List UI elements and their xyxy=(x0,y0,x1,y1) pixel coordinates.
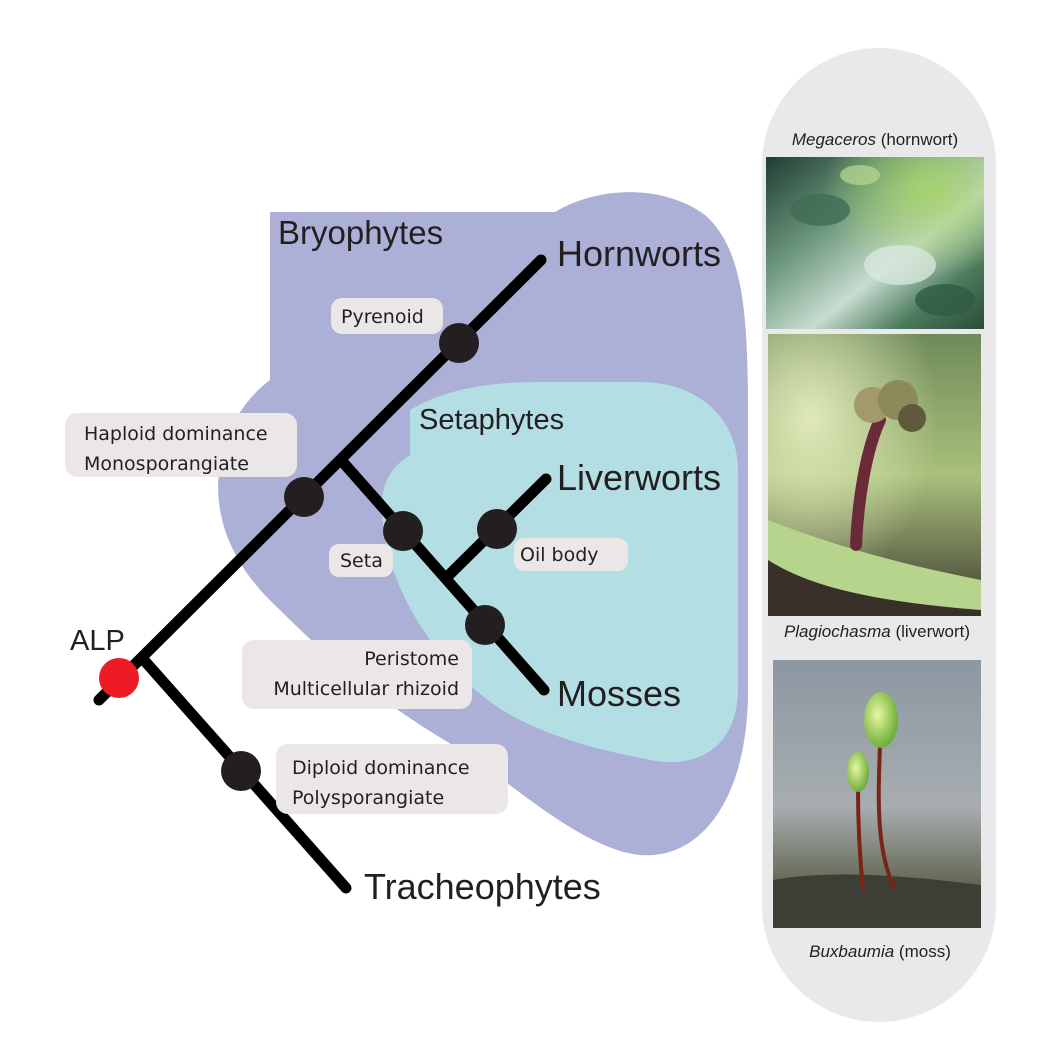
caption-common: (hornwort) xyxy=(881,130,958,149)
liverworts-label: Liverworts xyxy=(557,457,721,498)
node-oil-body xyxy=(477,509,517,549)
trait-label-line2: Multicellular rhizoid xyxy=(273,678,459,700)
node-pyrenoid xyxy=(439,323,479,363)
photo-megaceros-thallus xyxy=(864,245,936,285)
mosses-label: Mosses xyxy=(557,673,681,714)
node-diploid xyxy=(221,751,261,791)
trait-box xyxy=(331,298,443,334)
photo-buxbaumia-seta xyxy=(876,744,897,891)
trait-box xyxy=(514,538,628,571)
trait-label: Pyrenoid xyxy=(341,306,424,328)
node-peristome xyxy=(465,605,505,645)
photo-plagiochasma-soil xyxy=(768,560,981,616)
trait-label-line1: Diploid dominance xyxy=(292,757,470,779)
caption-genus: Buxbaumia xyxy=(809,942,894,961)
trait-peristome: Peristome Multicellular rhizoid xyxy=(242,640,472,709)
trait-box xyxy=(242,640,472,709)
photo-plagiochasma-stalk xyxy=(850,414,886,551)
trait-label: Oil body xyxy=(520,544,599,566)
root-node xyxy=(99,658,139,698)
photo-megaceros-thallus xyxy=(840,165,880,185)
bryophytes-label: Bryophytes xyxy=(278,214,443,251)
node-haploid xyxy=(284,477,324,517)
trait-label-line1: Haploid dominance xyxy=(84,423,268,445)
setaphytes-label: Setaphytes xyxy=(419,404,564,436)
trait-haploid: Haploid dominance Monosporangiate xyxy=(65,413,297,477)
photo-megaceros xyxy=(766,157,984,329)
photo-buxbaumia-ground xyxy=(773,874,981,928)
caption-genus: Megaceros xyxy=(792,130,877,149)
trait-label-line2: Polysporangiate xyxy=(292,787,444,809)
trait-oil-body: Oil body xyxy=(514,538,628,571)
trait-seta: Seta xyxy=(329,544,393,577)
photo-buxbaumia-capsule xyxy=(864,692,898,748)
photo-megaceros-thallus xyxy=(790,194,850,226)
trait-box xyxy=(276,744,508,814)
photo-megaceros-thallus xyxy=(915,284,975,316)
photo-buxbaumia-seta xyxy=(856,789,865,891)
node-seta xyxy=(383,511,423,551)
photo-plagiochasma xyxy=(768,334,981,616)
trait-box xyxy=(65,413,297,477)
caption-common: (liverwort) xyxy=(895,622,970,641)
trait-label: Seta xyxy=(340,550,383,572)
caption-buxbaumia: Buxbaumia (moss) xyxy=(809,942,951,961)
caption-plagiochasma: Plagiochasma (liverwort) xyxy=(784,622,970,641)
photo-buxbaumia-capsule xyxy=(847,752,869,792)
caption-common: (moss) xyxy=(899,942,951,961)
trait-label-line2: Monosporangiate xyxy=(84,453,249,475)
photo-buxbaumia xyxy=(773,660,981,928)
caption-genus: Plagiochasma xyxy=(784,622,891,641)
trait-diploid: Diploid dominance Polysporangiate xyxy=(276,744,508,814)
tracheophytes-label: Tracheophytes xyxy=(364,866,601,907)
photo-plagiochasma-head xyxy=(898,404,926,432)
caption-megaceros: Megaceros (hornwort) xyxy=(792,130,958,149)
trait-pyrenoid: Pyrenoid xyxy=(331,298,443,334)
hornworts-label: Hornworts xyxy=(557,233,721,274)
root-label: ALP xyxy=(70,625,125,657)
trait-label-line1: Peristome xyxy=(364,648,459,670)
trait-box xyxy=(329,544,393,577)
